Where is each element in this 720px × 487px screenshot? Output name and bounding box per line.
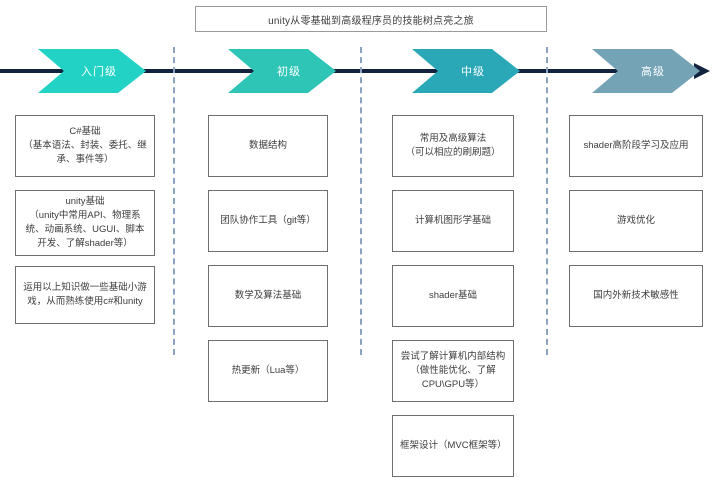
skill-node-label: 运用以上知识做一些基础小游 戏，从而熟练使用c#和unity <box>23 282 147 307</box>
stage-label: 高级 <box>641 66 665 78</box>
skill-node-label: 计算机图形学基础 <box>414 215 491 226</box>
skill-node-label: unity基础 （unity中常用API、物理系 统、动画系统、UGUI、脚本 … <box>25 196 145 249</box>
skill-node[interactable]: shader高阶段学习及应用 <box>569 115 703 177</box>
skill-node[interactable]: 数据结构 <box>208 115 328 177</box>
skill-node[interactable]: 尝试了解计算机内部结构 （做性能优化、了解 CPU\GPU等） <box>392 340 514 402</box>
skill-node-label: shader基础 <box>428 290 478 301</box>
skill-node[interactable]: C#基础 （基本语法、封装、委托、继 承、事件等） <box>15 115 155 177</box>
skill-node[interactable]: 数学及算法基础 <box>208 265 328 327</box>
column-divider-3 <box>546 47 548 355</box>
diagram-title-box: unity从零基础到高级程序员的技能树点亮之旅 <box>195 6 547 32</box>
skill-node-label: 常用及高级算法 （可以相应的刷刷题） <box>405 133 501 158</box>
column-divider-2 <box>360 47 362 355</box>
skill-node-label: 热更新（Lua等） <box>231 365 305 376</box>
stage-label: 入门级 <box>81 66 117 78</box>
progression-arrow-head <box>694 63 710 79</box>
skill-node[interactable]: 热更新（Lua等） <box>208 340 328 402</box>
skill-node[interactable]: shader基础 <box>392 265 514 327</box>
skill-node-label: 数据结构 <box>248 140 287 151</box>
skill-node-label: 框架设计（MVC框架等） <box>400 440 507 451</box>
skill-node[interactable]: 常用及高级算法 （可以相应的刷刷题） <box>392 115 514 177</box>
stage-label: 中级 <box>461 66 485 78</box>
skill-node-label: 国内外新技术敏感性 <box>593 290 679 301</box>
skill-node[interactable]: 团队协作工具（git等） <box>208 190 328 252</box>
skill-node-label: 尝试了解计算机内部结构 （做性能优化、了解 CPU\GPU等） <box>400 351 506 390</box>
skill-node-label: C#基础 （基本语法、封装、委托、继 承、事件等） <box>23 126 147 165</box>
skill-node[interactable]: 计算机图形学基础 <box>392 190 514 252</box>
skill-node[interactable]: 游戏优化 <box>569 190 703 252</box>
skill-node-label: 数学及算法基础 <box>234 290 302 301</box>
skill-node-label: 游戏优化 <box>616 215 655 226</box>
page-title: unity从零基础到高级程序员的技能树点亮之旅 <box>268 15 474 27</box>
skill-node-label: shader高阶段学习及应用 <box>583 140 689 151</box>
skill-node[interactable]: 国内外新技术敏感性 <box>569 265 703 327</box>
skill-node[interactable]: 框架设计（MVC框架等） <box>392 415 514 477</box>
skill-node-label: 团队协作工具（git等） <box>220 215 316 226</box>
progression-arrow-line <box>0 69 700 73</box>
column-divider-1 <box>173 47 175 355</box>
stage-label: 初级 <box>277 66 301 78</box>
skill-node[interactable]: 运用以上知识做一些基础小游 戏，从而熟练使用c#和unity <box>15 266 155 324</box>
skill-node[interactable]: unity基础 （unity中常用API、物理系 统、动画系统、UGUI、脚本 … <box>15 190 155 256</box>
